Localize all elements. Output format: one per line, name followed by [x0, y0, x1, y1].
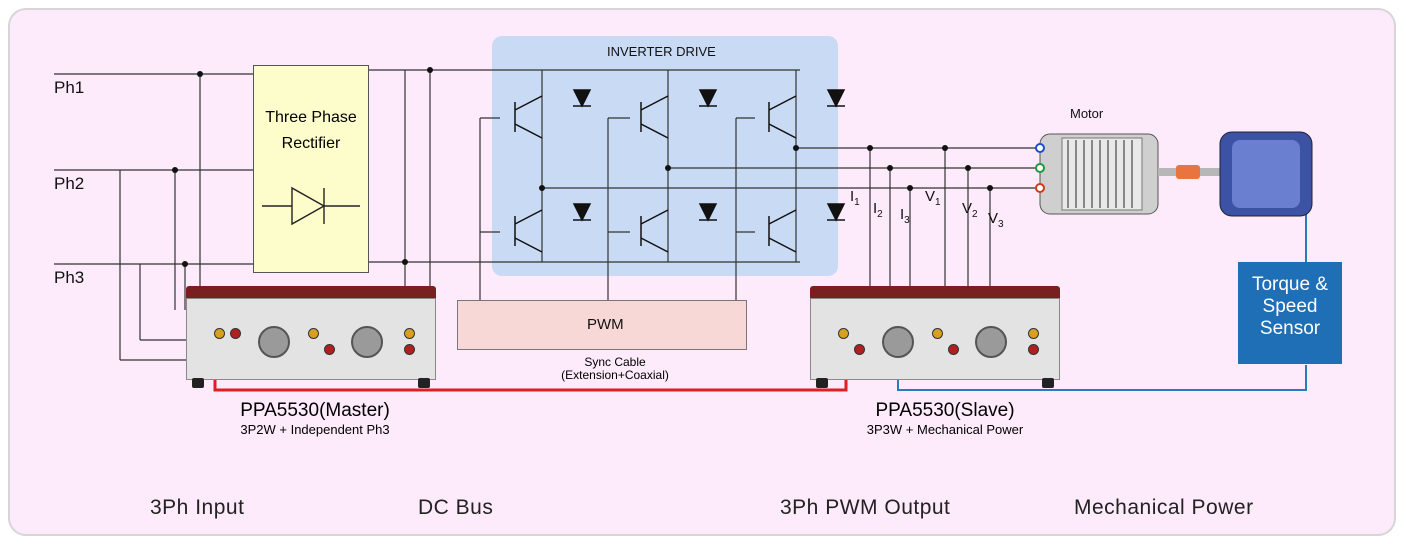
- section-3ph-input: 3Ph Input: [150, 496, 245, 519]
- input-jack: [324, 344, 335, 355]
- voltage-label-v1: V1: [925, 188, 941, 208]
- igbt-switch: [768, 203, 846, 253]
- wiring-diagram: [54, 67, 1313, 392]
- pwm-box: [457, 300, 747, 350]
- rectifier-label-line2: Rectifier: [281, 135, 341, 152]
- input-jack: [308, 328, 319, 339]
- dynamometer: [1219, 131, 1313, 217]
- rectifier-box: [253, 65, 369, 273]
- master-config: 3P2W + Independent Ph3: [240, 422, 390, 437]
- section-mechanical-power: Mechanical Power: [1074, 496, 1254, 519]
- input-jack: [838, 328, 849, 339]
- section-dc-bus: DC Bus: [418, 496, 494, 519]
- motor-body: [1035, 133, 1220, 215]
- section-3ph-pwm-output: 3Ph PWM Output: [780, 496, 951, 519]
- sync-cable-line1: Sync Cable: [584, 355, 646, 369]
- input-jack: [1028, 344, 1039, 355]
- slave-power-analyzer: [810, 286, 1060, 388]
- inverter-drive-title: INVERTER DRIVE: [607, 44, 716, 59]
- current-label-i1: I1: [850, 188, 860, 208]
- fan-icon: [258, 326, 290, 358]
- master-caption: PPA5530(Master) 3P2W + Independent Ph3: [190, 400, 440, 437]
- master-name: PPA5530(Master): [240, 400, 390, 421]
- igbt-switch: [640, 89, 718, 139]
- sync-cable-line2: (Extension+Coaxial): [561, 368, 669, 382]
- input-jack: [1028, 328, 1039, 339]
- phase-label-ph3: Ph3: [54, 268, 85, 287]
- sensor-label-line3: Sensor: [1259, 318, 1321, 339]
- input-jack: [230, 328, 241, 339]
- fan-icon: [351, 326, 383, 358]
- slave-name: PPA5530(Slave): [875, 400, 1015, 421]
- igbt-switch: [514, 203, 592, 253]
- motor-label: Motor: [1070, 106, 1104, 121]
- pwm-label: PWM: [587, 316, 624, 333]
- sync-cable-label: Sync Cable (Extension+Coaxial): [530, 356, 700, 382]
- sensor-label-line1: Torque &: [1251, 274, 1329, 295]
- sync-cable: [213, 378, 848, 392]
- torque-speed-sensor: Torque & Speed Sensor: [1238, 262, 1342, 364]
- fan-icon: [882, 326, 914, 358]
- sensor-label-line2: Speed: [1262, 296, 1318, 317]
- rectifier-label-line1: Three Phase: [265, 109, 357, 126]
- current-label-i3: I3: [900, 206, 910, 226]
- input-jack: [404, 344, 415, 355]
- diode-symbol: [262, 186, 360, 226]
- slave-config: 3P3W + Mechanical Power: [866, 422, 1024, 437]
- phase-label-ph1: Ph1: [54, 78, 85, 97]
- input-jack: [404, 328, 415, 339]
- diagram-panel: INVERTER DRIVE Three Phase Rectifier PWM: [8, 8, 1396, 536]
- inverter-drive-box: [492, 36, 838, 276]
- current-label-i2: I2: [873, 200, 883, 220]
- slave-caption: PPA5530(Slave) 3P3W + Mechanical Power: [820, 400, 1070, 437]
- fan-icon: [975, 326, 1007, 358]
- sensor-cable: [897, 365, 1307, 391]
- master-power-analyzer: [186, 286, 436, 388]
- input-jack: [214, 328, 225, 339]
- input-jack: [932, 328, 943, 339]
- input-jack: [854, 344, 865, 355]
- input-jack: [948, 344, 959, 355]
- rectifier-label: Three Phase Rectifier: [253, 105, 369, 157]
- voltage-label-v3: V3: [988, 210, 1004, 230]
- igbt-switch: [640, 203, 718, 253]
- voltage-label-v2: V2: [962, 200, 978, 220]
- igbt-switch: [768, 89, 846, 139]
- igbt-switch: [514, 89, 592, 139]
- phase-label-ph2: Ph2: [54, 174, 85, 193]
